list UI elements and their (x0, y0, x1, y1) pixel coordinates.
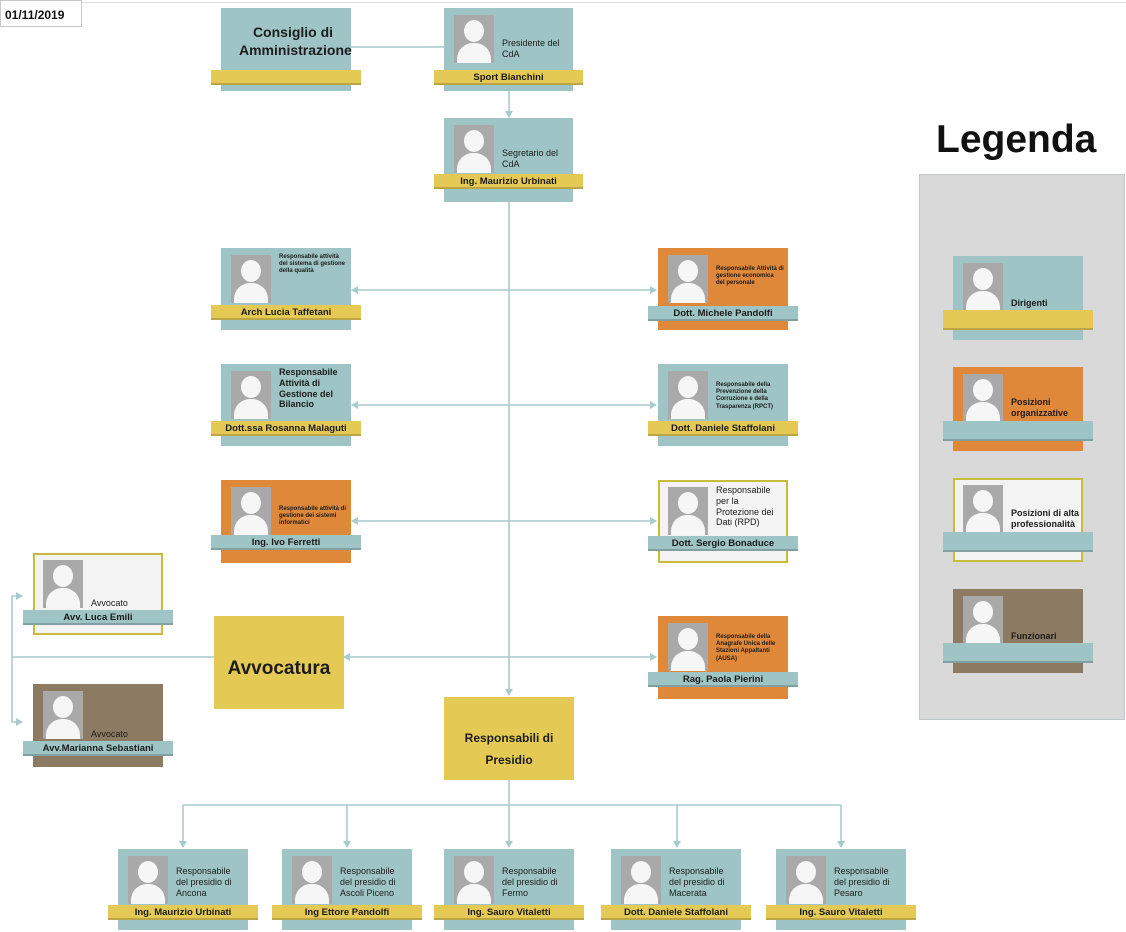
legend-item-funzionari: Funzionari (943, 589, 1093, 673)
left-card-3[interactable]: Responsabile attività di gestione dei si… (211, 480, 361, 563)
right-card-3[interactable]: Responsabile per la Protezione dei Dati … (648, 480, 798, 563)
avatar (231, 487, 271, 535)
right-card-1-name: Dott. Michele Pandolfi (648, 306, 798, 321)
avatar (668, 487, 708, 535)
presidio-card-5[interactable]: Responsabile del presidio di Pesaro Ing.… (766, 849, 916, 930)
left-card-1-name: Arch Lucia Taffetani (211, 305, 361, 320)
right-card-2-name: Dott. Daniele Staffolani (648, 421, 798, 436)
avatar (963, 374, 1003, 422)
avatar (621, 856, 661, 904)
date-label: 01/11/2019 (0, 0, 82, 27)
avatar (231, 255, 271, 303)
avatar (292, 856, 332, 904)
legend-item-dirigenti: Dirigenti (943, 256, 1093, 340)
right-card-1[interactable]: Responsabile Attività di gestione econom… (648, 248, 798, 330)
left-card-2-role: Responsabile Attività di Gestione del Bi… (279, 367, 338, 410)
avvocato-1-name: Avv. Luca Emili (23, 610, 173, 625)
legend-ribbon-funzionari (943, 643, 1093, 663)
legend-item-alta-professionalita: Posizioni di alta professionalità (943, 478, 1093, 562)
presidio-card-1[interactable]: Responsabile del presidio di Ancona Ing.… (108, 849, 258, 930)
avvocato-1-card[interactable]: Avvocato Avv. Luca Emili (23, 553, 173, 635)
avatar (963, 596, 1003, 644)
legend-label-dirigenti: Dirigenti (1011, 298, 1048, 308)
avatar (668, 623, 708, 671)
avvocatura-box[interactable]: Avvocatura (214, 616, 344, 709)
left-card-3-role: Responsabile attività di gestione dei si… (279, 506, 347, 527)
right-card-4-role: Responsabile della Anagrafe Unica delle … (716, 634, 776, 662)
avatar (43, 691, 83, 739)
legend-ribbon-dirigenti (943, 310, 1093, 330)
right-card-1-role: Responsabile Attività di gestione econom… (716, 266, 784, 287)
avatar (786, 856, 826, 904)
avatar (231, 371, 271, 419)
presidio-card-3-name: Ing. Sauro Vitaletti (434, 905, 584, 920)
left-card-1[interactable]: Responsabile attività del sistema di ges… (211, 248, 361, 330)
presidio-card-4-name: Dott. Daniele Staffolani (601, 905, 751, 920)
legend-ribbon-posizioni-organizzative (943, 421, 1093, 441)
right-card-3-name: Dott. Sergio Bonaduce (648, 536, 798, 551)
right-card-3-role: Responsabile per la Protezione dei Dati … (716, 485, 774, 528)
segretario-role: Segretario del CdA (502, 148, 559, 169)
avvocato-2-card[interactable]: Avvocato Avv.Marianna Sebastiani (23, 684, 173, 767)
avatar (963, 485, 1003, 533)
left-card-1-role: Responsabile attività del sistema di ges… (279, 254, 346, 275)
avatar (454, 856, 494, 904)
consiglio-ribbon (211, 70, 361, 85)
legend-label-alta-professionalita: Posizioni di alta professionalità (1011, 508, 1080, 529)
presidio-card-4-role: Responsabile del presidio di Macerata (669, 866, 725, 898)
presidio-card-5-role: Responsabile del presidio di Pesaro (834, 866, 890, 898)
avatar (454, 15, 494, 63)
consiglio-label: Consiglio di Amministrazione (239, 24, 352, 58)
legend-title: Legenda (936, 118, 1097, 161)
avatar (668, 255, 708, 303)
presidio-card-2[interactable]: Responsabile del presidio di Ascoli Pice… (272, 849, 422, 930)
presidio-card-2-role: Responsabile del presidio di Ascoli Pice… (340, 866, 396, 898)
legend-ribbon-alta-professionalita (943, 532, 1093, 552)
avvocato-1-role: Avvocato (91, 598, 128, 608)
legend-label-funzionari: Funzionari (1011, 631, 1057, 641)
avatar (454, 125, 494, 173)
left-card-2-name: Dott.ssa Rosanna Malaguti (211, 421, 361, 436)
connector-avvocato-1 (11, 592, 215, 658)
presidio-box[interactable]: Responsabili di Presidio (444, 697, 574, 780)
right-card-4[interactable]: Responsabile della Anagrafe Unica delle … (648, 616, 798, 699)
presidente-role: Presidente del CdA (502, 38, 560, 59)
presidio-card-5-name: Ing. Sauro Vitaletti (766, 905, 916, 920)
presidio-card-3-role: Responsabile del presidio di Fermo (502, 866, 558, 898)
consiglio-card[interactable]: Consiglio di Amministrazione (211, 8, 361, 91)
avvocatura-label: Avvocatura (227, 658, 331, 679)
legend-label-posizioni-organizzative: Posizioni organizzative (1011, 397, 1069, 418)
presidio-label: Responsabili di Presidio (464, 731, 554, 768)
left-card-3-name: Ing. Ivo Ferretti (211, 535, 361, 550)
right-card-4-name: Rag. Paola Pierini (648, 672, 798, 687)
presidente-card[interactable]: Presidente del CdA Sport Bianchini (434, 8, 583, 91)
legend-item-posizioni-organizzative: Posizioni organizzative (943, 367, 1093, 451)
avatar (43, 560, 83, 608)
presidio-card-1-role: Responsabile del presidio di Ancona (176, 866, 232, 898)
avvocato-2-name: Avv.Marianna Sebastiani (23, 741, 173, 756)
right-card-2[interactable]: Responsabile della Prevenzione della Cor… (648, 364, 798, 446)
presidio-card-2-name: Ing Ettore Pandolfi (272, 905, 422, 920)
avvocato-2-role: Avvocato (91, 729, 128, 739)
presidente-name: Sport Bianchini (434, 70, 583, 85)
avatar (128, 856, 168, 904)
left-card-2[interactable]: Responsabile Attività di Gestione del Bi… (211, 364, 361, 446)
segretario-name: Ing. Maurizio Urbinati (434, 174, 583, 189)
avatar (668, 371, 708, 419)
presidio-card-4[interactable]: Responsabile del presidio di Macerata Do… (601, 849, 751, 930)
connector-avvocato-2 (11, 657, 23, 726)
avatar (963, 263, 1003, 311)
right-card-2-role: Responsabile della Prevenzione della Cor… (716, 382, 774, 410)
segretario-card[interactable]: Segretario del CdA Ing. Maurizio Urbinat… (434, 118, 583, 202)
presidio-card-3[interactable]: Responsabile del presidio di Fermo Ing. … (434, 849, 584, 930)
top-divider (82, 2, 1126, 3)
presidio-card-1-name: Ing. Maurizio Urbinati (108, 905, 258, 920)
